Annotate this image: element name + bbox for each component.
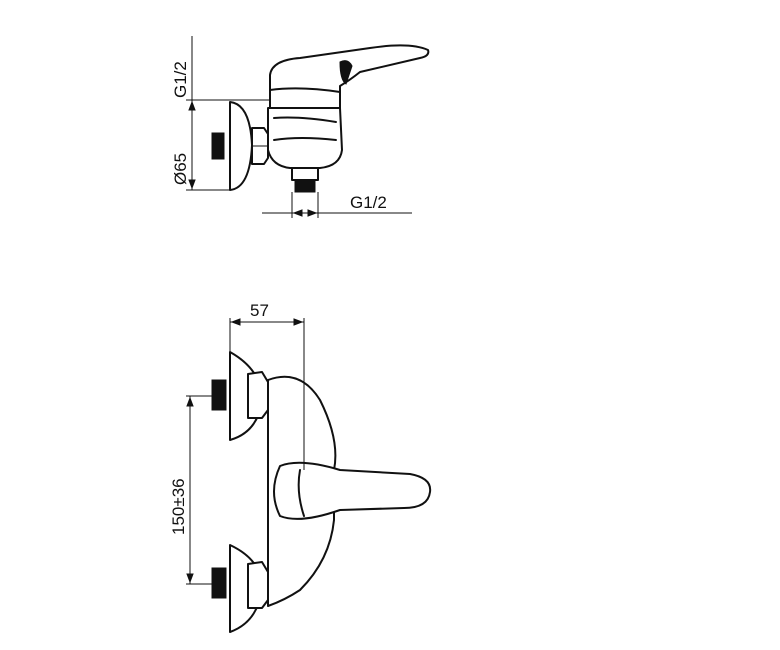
front-lever-handle [273, 461, 432, 520]
side-rosette [229, 101, 253, 191]
side-outlet-nut [291, 167, 319, 181]
side-outlet-thread [294, 179, 316, 193]
front-lower-inlet [211, 567, 227, 599]
side-view: G1/2 Ø65 G1/2 [171, 36, 430, 218]
side-inlet-pipe [211, 132, 225, 160]
front-upper-inlet [211, 379, 227, 411]
dim-rosette-diameter: Ø65 [171, 153, 190, 185]
side-lever-handle [269, 44, 430, 109]
dim-bottom-thread: G1/2 [350, 193, 387, 212]
dim-projection: 57 [250, 301, 269, 320]
front-view: 57 150±36 [169, 301, 432, 633]
dim-top-thread: G1/2 [171, 61, 190, 98]
dim-inlet-spacing: 150±36 [169, 478, 188, 535]
